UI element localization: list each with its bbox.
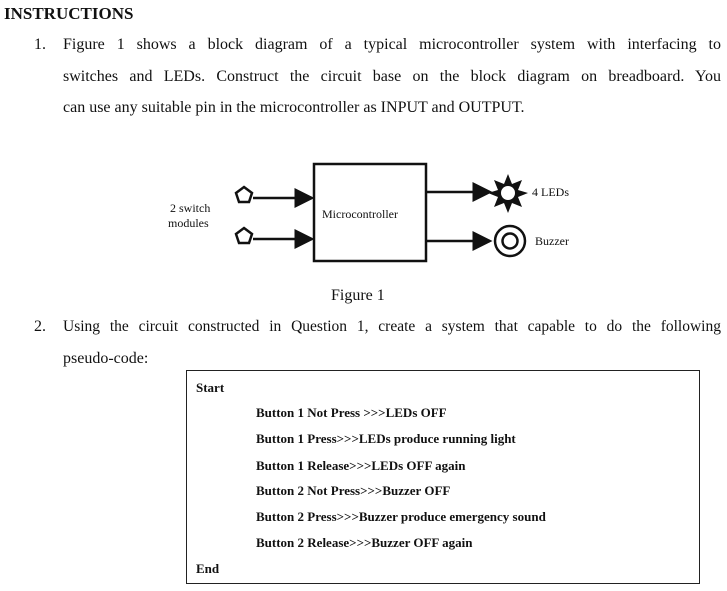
q2-number: 2. (34, 318, 46, 335)
heading: INSTRUCTIONS (4, 4, 134, 23)
block-diagram (234, 162, 528, 263)
switch-icon (234, 226, 254, 245)
q1-line: switches and LEDs. Construct the circuit… (63, 68, 721, 85)
led-icon (488, 174, 528, 213)
pseudocode-step: Button 1 Release>>>LEDs OFF again (256, 458, 466, 473)
q2-line: pseudo-code: (63, 350, 149, 367)
switch-label: modules (168, 216, 209, 230)
pseudocode-start: Start (196, 380, 225, 395)
switch-icon (234, 185, 254, 204)
pseudocode-step: Button 2 Not Press>>>Buzzer OFF (256, 483, 451, 498)
pseudocode-end: End (196, 561, 220, 576)
pseudocode-box (186, 370, 700, 584)
switch-label: 2 switch (170, 201, 211, 215)
q1-number: 1. (34, 36, 46, 53)
leds-label: 4 LEDs (532, 185, 569, 199)
microcontroller-block (312, 162, 428, 263)
buzzer-icon (493, 224, 527, 258)
pseudocode-step: Button 1 Not Press >>>LEDs OFF (256, 405, 447, 420)
q2-line: Using the circuit constructed in Questio… (63, 318, 721, 335)
figure-caption: Figure 1 (331, 287, 385, 304)
pseudocode-step: Button 2 Release>>>Buzzer OFF again (256, 535, 473, 550)
q1-line: Figure 1 shows a block diagram of a typi… (63, 36, 721, 53)
mcu-label: Microcontroller (322, 207, 398, 221)
pseudocode-step: Button 2 Press>>>Buzzer produce emergenc… (256, 509, 546, 524)
q1-line: can use any suitable pin in the microcon… (63, 99, 525, 116)
buzzer-label: Buzzer (535, 234, 569, 248)
pseudocode-step: Button 1 Press>>>LEDs produce running li… (256, 431, 516, 446)
